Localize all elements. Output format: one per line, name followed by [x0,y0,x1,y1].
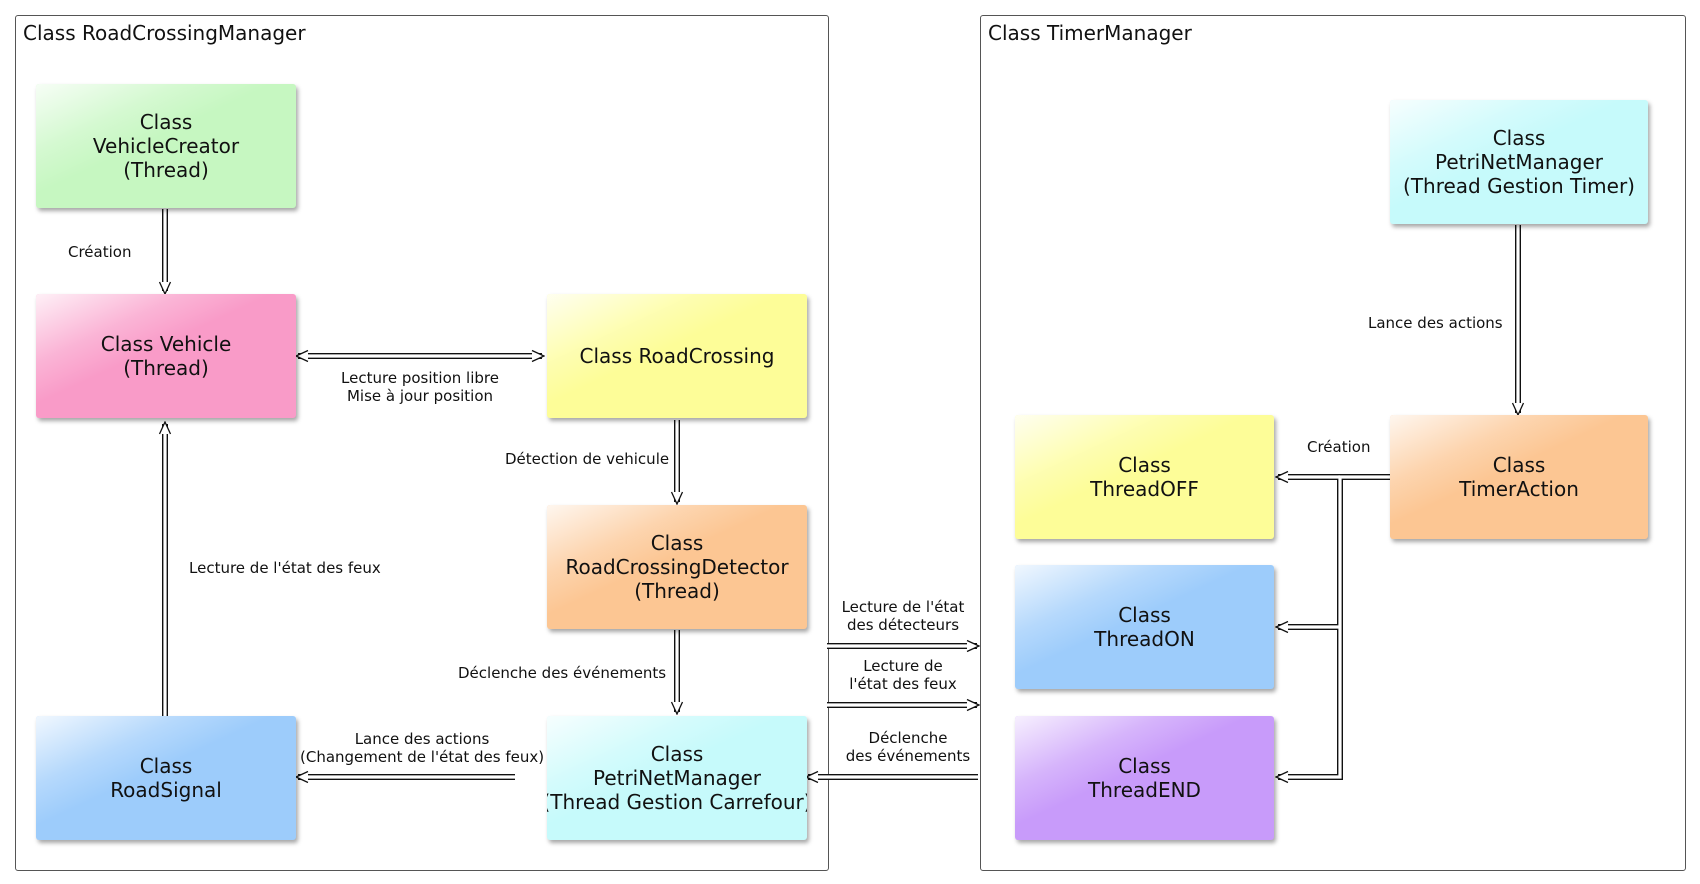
label-line: Déclenche [868,729,948,747]
road-signal-box: Class RoadSignal [36,716,296,840]
vehicle-creator-box: Class VehicleCreator (Thread) [36,84,296,208]
thread-end-box: Class ThreadEND [1015,716,1274,840]
box-line: Class [139,110,193,134]
label-lance-actions-right: Lance des actions [1368,314,1503,332]
box-line: Class [1118,453,1171,477]
container-title: Class RoadCrossingManager [23,21,306,45]
label-declenche-left: Déclenche des événements [458,664,667,682]
label-line: Lecture de [863,657,943,675]
label-line: Lecture de l'état [841,598,965,616]
box-line: (Thread) [123,356,209,380]
box-line: PetriNetManager [592,766,762,790]
box-line: (Thread) [634,579,720,603]
box-line: Class [139,754,193,778]
box-line: Class Vehicle [100,332,232,356]
road-crossing-box: Class RoadCrossing [547,294,807,418]
box-line: Class [650,531,704,555]
container-title: Class TimerManager [988,21,1192,45]
label-line: des détecteurs [846,616,960,634]
box-line: Class RoadCrossing [579,344,775,368]
box-line: (Thread) [123,158,209,182]
box-line: ThreadOFF [1090,477,1199,501]
label-creation-right: Création [1307,438,1371,456]
box-line: TimerAction [1459,477,1579,501]
box-line: RoadSignal [110,778,222,802]
label-creation-left: Création [68,243,132,261]
label-line: Mise à jour position [346,387,494,405]
label-line: Lance des actions [354,730,490,748]
label-lecture-position: Lecture position libre Mise à jour posit… [330,369,510,405]
label-lecture-feux-left: Lecture de l'état des feux [189,559,381,577]
box-line: VehicleCreator [92,134,240,158]
label-line: des événements [845,747,971,765]
box-line: PetriNetManager [1434,150,1604,174]
petri-net-manager-carrefour-box: Class PetriNetManager (Thread Gestion Ca… [547,716,807,840]
label-declenche-mid: Déclenche des événements [833,729,983,765]
box-line: ThreadON [1094,627,1195,651]
label-line: Lecture position libre [341,369,499,387]
box-line: Class [1492,453,1546,477]
box-line: Class [1492,126,1546,150]
box-line: Class [1118,754,1171,778]
box-line: Class [1118,603,1171,627]
label-detection: Détection de vehicule [505,450,670,468]
road-crossing-detector-box: Class RoadCrossingDetector (Thread) [547,505,807,629]
thread-on-box: Class ThreadON [1015,565,1274,689]
box-line: (Thread Gestion Carrefour) [547,790,807,814]
box-line: (Thread Gestion Timer) [1403,174,1635,198]
box-line: ThreadEND [1088,778,1201,802]
label-lance-actions-left: Lance des actions (Changement de l'état … [300,730,544,766]
timer-action-box: Class TimerAction [1390,415,1648,539]
vehicle-box: Class Vehicle (Thread) [36,294,296,418]
label-lecture-feux-mid: Lecture de l'état des feux [833,657,973,693]
box-line: RoadCrossingDetector [565,555,789,579]
label-line: l'état des feux [849,675,957,693]
label-line: (Changement de l'état des feux) [300,748,545,766]
thread-off-box: Class ThreadOFF [1015,415,1274,539]
label-lecture-detecteurs: Lecture de l'état des détecteurs [833,598,973,634]
connector-inner [163,209,1520,779]
petri-net-manager-timer-box: Class PetriNetManager (Thread Gestion Ti… [1390,100,1648,224]
box-line: Class [650,742,704,766]
